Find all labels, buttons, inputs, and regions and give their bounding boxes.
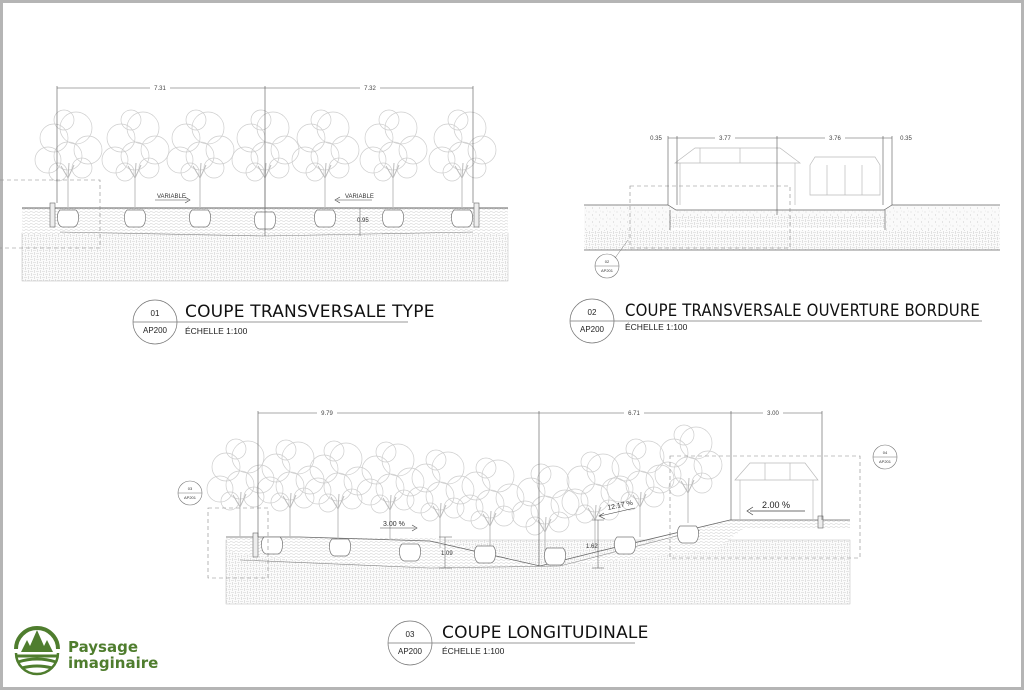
logo-text-line1: Paysage xyxy=(68,638,138,656)
callout-03-ap201[interactable]: 03 AP201 xyxy=(177,480,203,506)
sheet-number: AP200 xyxy=(398,647,423,656)
section-title: COUPE LONGITUDINALE xyxy=(442,623,649,643)
callout-sheet: AP201 xyxy=(184,495,197,500)
section-scale: ÉCHELLE 1:100 xyxy=(442,646,505,656)
section-01-drawing: 7.31 7.32 VARIABLE VARIABLE 0.95 xyxy=(0,84,509,282)
sheet-number: AP200 xyxy=(143,326,168,335)
section-number: 01 xyxy=(151,309,160,318)
section-02-title-block: 02 AP200 COUPE TRANSVERSALE OUVERTURE BO… xyxy=(569,298,982,344)
gazebo xyxy=(734,462,819,520)
dimension-label: 0.35 xyxy=(650,136,662,142)
sheet-number: AP200 xyxy=(580,325,605,334)
callout-sheet: AP201 xyxy=(879,459,892,464)
section-03-title-block: 03 AP200 COUPE LONGITUDINALE ÉCHELLE 1:1… xyxy=(387,620,649,666)
logo-emblem xyxy=(14,626,60,676)
section-01-title-block: 01 AP200 COUPE TRANSVERSALE TYPE ÉCHELLE… xyxy=(132,299,435,345)
section-scale: ÉCHELLE 1:100 xyxy=(185,326,248,336)
section-title: COUPE TRANSVERSALE TYPE xyxy=(185,302,435,322)
dimension-label: 3.76 xyxy=(829,136,841,142)
dimension-label: 0.35 xyxy=(900,136,912,142)
dimension-label: 7.31 xyxy=(154,86,166,92)
dimension-label: 7.32 xyxy=(364,86,376,92)
variable-label: VARIABLE xyxy=(157,194,186,200)
callout-sheet: AP201 xyxy=(601,268,614,273)
section-02-drawing: 0.35 3.77 3.76 0.35 02 AP201 xyxy=(584,134,1000,279)
variable-label: VARIABLE xyxy=(345,194,374,200)
callout-04-ap201[interactable]: 04 AP201 xyxy=(872,444,898,470)
dimension-label: 3.77 xyxy=(719,136,731,142)
section-title: COUPE TRANSVERSALE OUVERTURE BORDURE xyxy=(625,301,980,321)
section-number: 02 xyxy=(588,308,597,317)
gazebo xyxy=(673,147,881,205)
section-scale: ÉCHELLE 1:100 xyxy=(625,322,688,332)
slope-label: 3.00 % xyxy=(383,521,405,528)
depth-label: 0.95 xyxy=(357,218,369,224)
callout-number: 02 xyxy=(605,259,610,264)
company-logo: Paysage imaginaire xyxy=(14,626,158,676)
tree-row xyxy=(34,109,497,209)
dimension-label: 6.71 xyxy=(628,411,640,417)
depth-label: 1.09 xyxy=(441,551,453,557)
dimension-label: 3.00 xyxy=(767,411,779,417)
callout-number: 03 xyxy=(188,486,193,491)
section-03-drawing: 9.79 6.71 3.00 3.00 % 12.17 % 2.00 % 1.0… xyxy=(177,409,898,605)
callout-02-ap201[interactable]: 02 AP201 xyxy=(594,239,629,279)
dimension-label: 9.79 xyxy=(321,411,333,417)
slope-label: 2.00 % xyxy=(762,500,790,510)
section-number: 03 xyxy=(406,630,415,639)
callout-number: 04 xyxy=(883,450,888,455)
depth-label: 1.62 xyxy=(586,544,598,550)
logo-text-line2: imaginaire xyxy=(68,654,158,672)
